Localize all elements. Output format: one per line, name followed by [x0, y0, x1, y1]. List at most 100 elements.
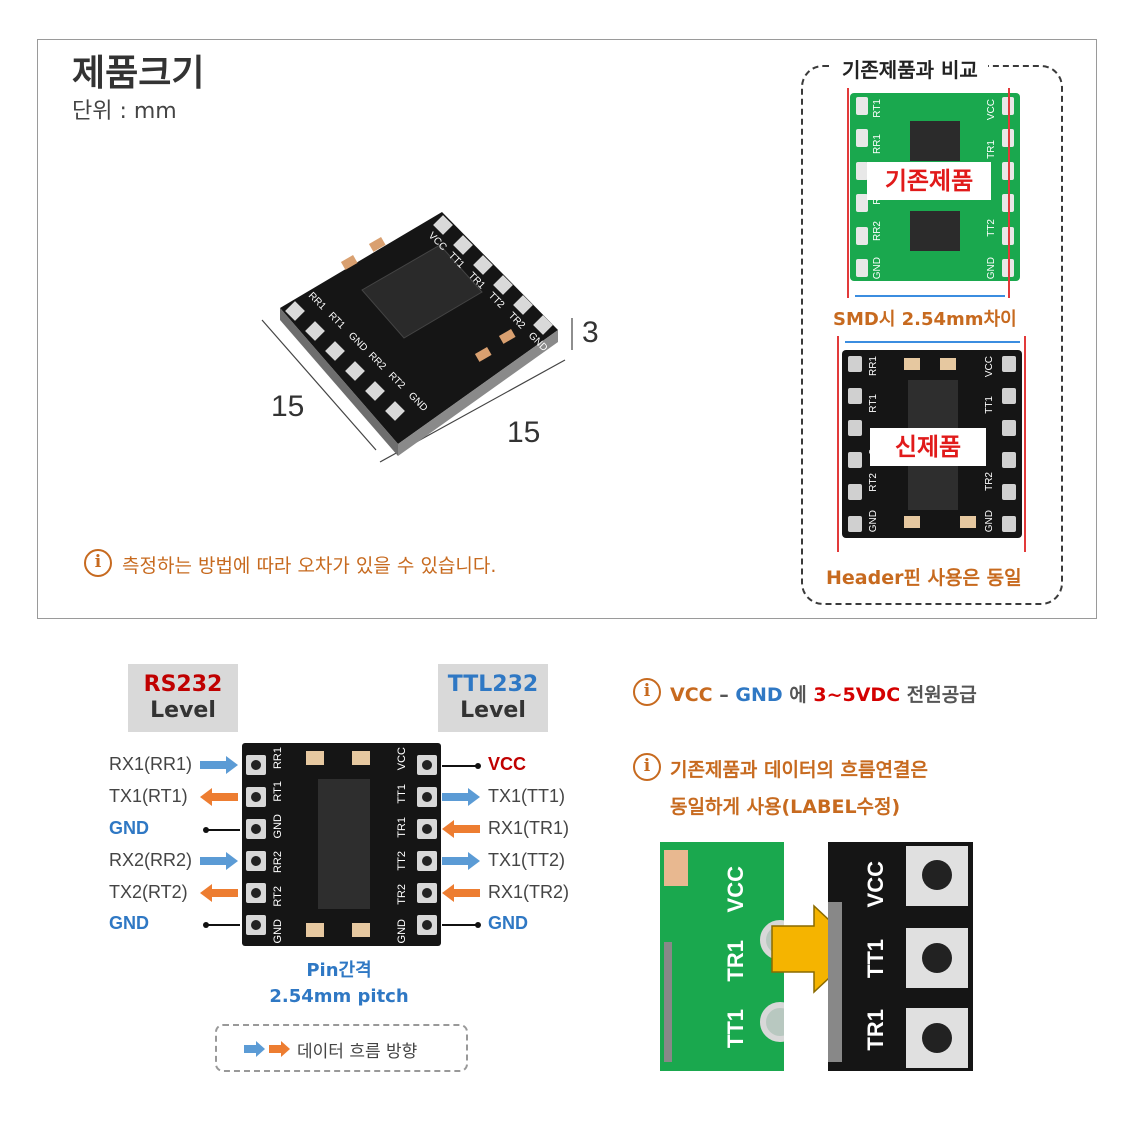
right-pin-label: TX1(TT2): [488, 850, 566, 870]
pad: [246, 915, 266, 935]
right-pin-label: GND: [488, 913, 528, 933]
board-silk-label: RR2: [272, 851, 284, 874]
pad-hole: [422, 824, 432, 834]
left-pin-label: RX1(RR1): [109, 754, 193, 774]
connector-line: [206, 924, 240, 926]
board-side-left: [280, 308, 398, 456]
board-silk-label: GND: [396, 918, 408, 943]
new-pin-label: GND: [984, 509, 995, 532]
right-pin-label: TX1(TT1): [488, 786, 566, 806]
capacitor: [960, 516, 976, 528]
new-board-edge-left: [837, 336, 839, 552]
connector-line: [442, 924, 478, 926]
dimension-right: 15: [507, 416, 541, 449]
note-dash: –: [719, 684, 729, 706]
pad: [417, 883, 437, 903]
legend-text: 데이터 흐름 방향: [297, 1042, 418, 1062]
pad: [417, 851, 437, 871]
capacitor: [340, 255, 358, 270]
pad-hole: [422, 856, 432, 866]
pinout-pads-right: [417, 755, 437, 935]
capacitor: [352, 923, 370, 937]
pinout-board-ic: [318, 779, 370, 909]
new-pin-label: VCC: [984, 356, 995, 378]
pad: [417, 755, 437, 775]
new-pin-label: TT1: [984, 396, 995, 415]
pad-hole: [922, 860, 952, 890]
new-pin-label: TR2: [984, 471, 995, 491]
closeup-new-board: VCC TT1 TR1: [828, 842, 973, 1071]
legend-arrows-icon: [244, 1041, 290, 1057]
old-pin-label: GND: [986, 256, 997, 279]
new-pin-label: RT1: [868, 394, 879, 413]
board-pads-top: [433, 215, 553, 335]
arrow-right-icon: [442, 788, 480, 806]
new-width-line: [845, 341, 1020, 343]
dim-line-left: [261, 319, 377, 451]
connector-dot: [475, 763, 481, 769]
left-pin-label: GND: [109, 913, 149, 933]
capacitor: [306, 923, 324, 937]
pad-hole: [251, 760, 261, 770]
left-pin-label: RX2(RR2): [109, 850, 193, 870]
note-particle: 에: [789, 684, 807, 706]
old-product-label: 기존제품: [867, 162, 991, 200]
old-pin-label: TT2: [986, 218, 997, 237]
note-gnd: GND: [735, 684, 783, 706]
old-pin-label: VCC: [986, 99, 997, 121]
pad-hole: [251, 824, 261, 834]
arrow-right-icon: [200, 756, 238, 774]
capacitor: [368, 237, 386, 252]
ic-chip: [361, 244, 483, 339]
new-board-right-pads: [1002, 356, 1016, 532]
closeup-new-label: TT1: [863, 938, 888, 978]
old-board-ic-1: [910, 121, 960, 161]
connector-dot: [203, 827, 209, 833]
capacitor: [306, 751, 324, 765]
measurement-note: 측정하는 방법에 따라 오차가 있을 수 있습니다.: [122, 555, 497, 577]
capacitor: [904, 516, 920, 528]
closeup-new-labels: VCC TT1 TR1: [856, 846, 896, 1066]
closeup-old-label: TT1: [723, 1009, 748, 1049]
closeup-new-label: VCC: [863, 861, 888, 908]
pad-hole: [422, 760, 432, 770]
old-pin-label: RT1: [872, 99, 883, 118]
rs232-level-box: RS232 Level: [128, 664, 238, 732]
connector-dot: [203, 922, 209, 928]
left-pin-label: TX1(RT1): [109, 786, 188, 806]
new-board-left-pads: [848, 356, 862, 532]
new-pin-label: RT2: [868, 472, 879, 492]
connector-dot: [475, 922, 481, 928]
size-unit: 단위 : mm: [72, 99, 177, 124]
pinout-pads-left: [246, 755, 266, 935]
label-note-line1: 기존제품과 데이터의 흐름연결은: [670, 759, 928, 781]
size-title: 제품크기: [72, 53, 205, 94]
pad: [417, 787, 437, 807]
pin-pitch-text: Pin간격 2.54mm pitch: [268, 958, 410, 1010]
pad: [417, 819, 437, 839]
dimension-height: 3: [582, 316, 599, 349]
pad-hole: [422, 792, 432, 802]
pad: [246, 851, 266, 871]
board-silk-label: GND: [272, 814, 284, 839]
connector-line: [206, 829, 240, 831]
right-pin-label: VCC: [488, 754, 527, 774]
arrow-right-icon: [442, 852, 480, 870]
pad: [246, 787, 266, 807]
board-side-right: [398, 330, 558, 456]
pad-hole: [422, 888, 432, 898]
ttl232-title: TTL232: [447, 672, 539, 697]
rs232-level: Level: [150, 698, 216, 723]
dimension-left: 15: [271, 390, 305, 423]
vcc-power-note: VCC – GND 에 3~5VDC 전원공급: [670, 680, 977, 707]
header-pin-text: Header핀 사용은 동일: [826, 567, 1022, 589]
new-board-edge-right: [1024, 336, 1026, 552]
ic-leads: [664, 942, 672, 1062]
old-board-edge-left: [847, 88, 849, 298]
pad: [246, 819, 266, 839]
note-vcc: VCC: [670, 684, 713, 706]
label-note-line2: 동일하게 사용(LABEL수정): [670, 796, 901, 818]
